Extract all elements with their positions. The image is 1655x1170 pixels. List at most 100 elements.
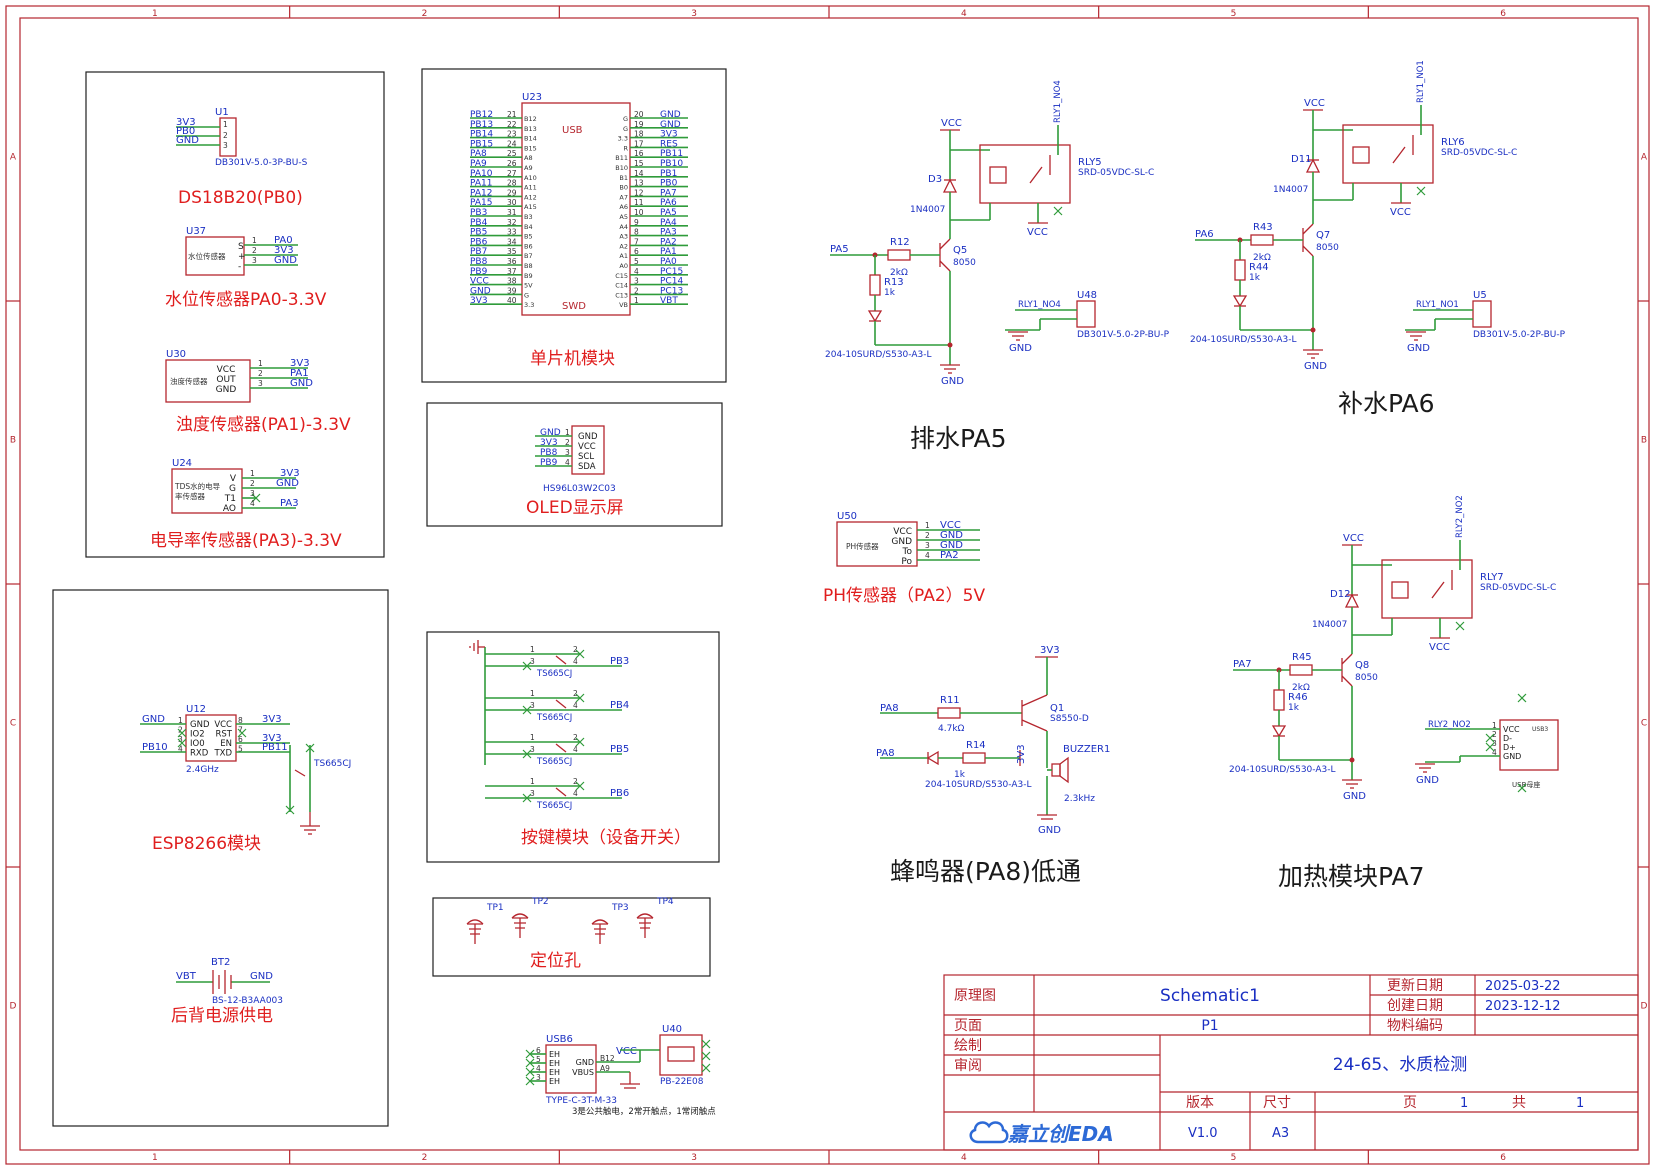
value: 1N4007 <box>1312 620 1347 630</box>
designator: R12 <box>890 237 910 248</box>
designator: U48 <box>1077 290 1097 301</box>
no-connect-mark <box>522 749 532 759</box>
block-title: 排水PA5 <box>910 424 1007 453</box>
net-label: PB13 <box>470 120 493 130</box>
pin-number: 2 <box>573 777 578 786</box>
pin-number: 4 <box>178 745 183 754</box>
block-title: 按键模块（设备开关） <box>521 828 691 848</box>
esp-body <box>185 714 237 762</box>
usb-socket-body <box>1499 719 1559 771</box>
designator: R45 <box>1292 652 1312 663</box>
test-point-label: TP4 <box>656 897 674 907</box>
relay-switch <box>1431 581 1445 599</box>
designator: R11 <box>940 695 960 706</box>
designator: U30 <box>166 349 186 360</box>
no-connect-mark <box>1455 621 1465 631</box>
pin-number: 16 <box>634 149 644 158</box>
net-label: GND <box>176 135 199 146</box>
pin-label: A4 <box>619 223 628 231</box>
block-title: PH传感器（PA2）5V <box>823 586 985 606</box>
sensor-body <box>185 236 245 276</box>
value: 1k <box>954 770 966 780</box>
pin-label: S <box>238 242 244 252</box>
grid-col-label: 2 <box>422 9 428 19</box>
net-label: VCC <box>470 277 489 287</box>
switch-body <box>659 1034 703 1076</box>
heater-block: VCCD121N4007RLY7SRD-05VDC-SL-CRLY2_NO2VC… <box>1229 495 1559 891</box>
pin-label: B5 <box>524 233 533 241</box>
tb-type-label: 原理图 <box>954 988 996 1004</box>
pin-label: SCL <box>578 452 594 462</box>
net-label: PA5 <box>830 244 849 255</box>
designator: U5 <box>1473 290 1487 301</box>
pin-number: 35 <box>507 247 517 256</box>
designator: R13 <box>884 277 904 288</box>
block-title: 单片机模块 <box>530 349 615 369</box>
pin-label: VCC <box>893 527 912 537</box>
pin-label: B15 <box>524 144 537 152</box>
pin-label: R <box>623 144 628 152</box>
transistor-icon <box>939 238 951 250</box>
no-connect-mark <box>525 1049 535 1059</box>
resistor-r11 <box>937 707 961 719</box>
pin-number: 3 <box>530 701 535 710</box>
gnd-label: GND <box>1009 343 1032 354</box>
pin-number: 1 <box>565 428 570 437</box>
designator: RLY6 <box>1441 137 1465 148</box>
designator: RLY7 <box>1480 572 1504 583</box>
no-connect-mark <box>177 728 187 738</box>
pin-number: 29 <box>507 188 517 197</box>
net-label: 3V3 <box>176 117 196 128</box>
no-connect-mark <box>177 738 187 748</box>
pin-number: 4 <box>565 458 570 467</box>
switch-contact <box>555 699 567 709</box>
tb-version-label: 版本 <box>1186 1095 1214 1111</box>
no-connect-mark <box>1053 206 1063 216</box>
net-label: PA6 <box>660 198 677 208</box>
no-connect-mark <box>1485 742 1495 752</box>
pin-label: B11 <box>615 154 628 162</box>
grid-col-label: 2 <box>422 1153 428 1163</box>
sensor-label: 浊度传感器 <box>170 376 208 386</box>
tds-block: U24 TDS水的电导 率传感器 V G T1 AO 1 2 3 4 3V3 G… <box>150 458 342 551</box>
block-title: ESP8266模块 <box>152 834 261 854</box>
usb-body <box>545 1044 597 1094</box>
net-label: GND <box>660 120 681 130</box>
no-connect-mark <box>525 1058 535 1068</box>
tb-size-value: A3 <box>1272 1126 1289 1141</box>
pin-number: 15 <box>634 159 644 168</box>
tb-total-value: 1 <box>1576 1096 1584 1111</box>
net-label: VBT <box>660 296 678 306</box>
resistor-base <box>1289 664 1313 676</box>
diode-icon <box>942 178 958 193</box>
pin-number: 39 <box>507 286 517 295</box>
drain-block: VCCD31N4007RLY5SRD-05VDC-SL-CRLY1_NO4VCC… <box>825 80 1170 453</box>
grid-col-label: 4 <box>961 1153 967 1163</box>
mounting-hole-icon <box>636 913 654 919</box>
value: 8050 <box>1316 243 1339 253</box>
pin-label: A12 <box>524 193 537 201</box>
pin-label: B13 <box>524 125 537 133</box>
net-label: PB3 <box>610 656 629 667</box>
connector-body <box>1472 300 1492 328</box>
tb-updated-label: 更新日期 <box>1387 978 1443 994</box>
grid-row-label: B <box>1641 436 1647 446</box>
designator: U12 <box>186 704 206 715</box>
battery-block: BT2 VBT GND BS-12-B3AA003 后背电源供电 <box>171 957 283 1026</box>
net-label: PA8 <box>880 703 899 714</box>
pin-number: 2 <box>565 438 570 447</box>
net-label: PA4 <box>660 218 677 228</box>
net-label: PC13 <box>660 286 683 296</box>
pin-number: 4 <box>573 745 578 754</box>
relay-coil <box>1352 146 1370 164</box>
pin-label: GND <box>578 432 598 442</box>
net-label: VCC <box>1429 642 1450 653</box>
net-label: 3V3 <box>540 438 558 448</box>
transistor-icon <box>1341 675 1353 687</box>
water-level-block: U37 水位传感器 S + - 1 2 3 PA0 3V3 GND 水位传感器P… <box>165 226 327 310</box>
pin-number: 3 <box>925 541 930 550</box>
designator: U24 <box>172 458 192 469</box>
pin-number: 6 <box>634 247 639 256</box>
